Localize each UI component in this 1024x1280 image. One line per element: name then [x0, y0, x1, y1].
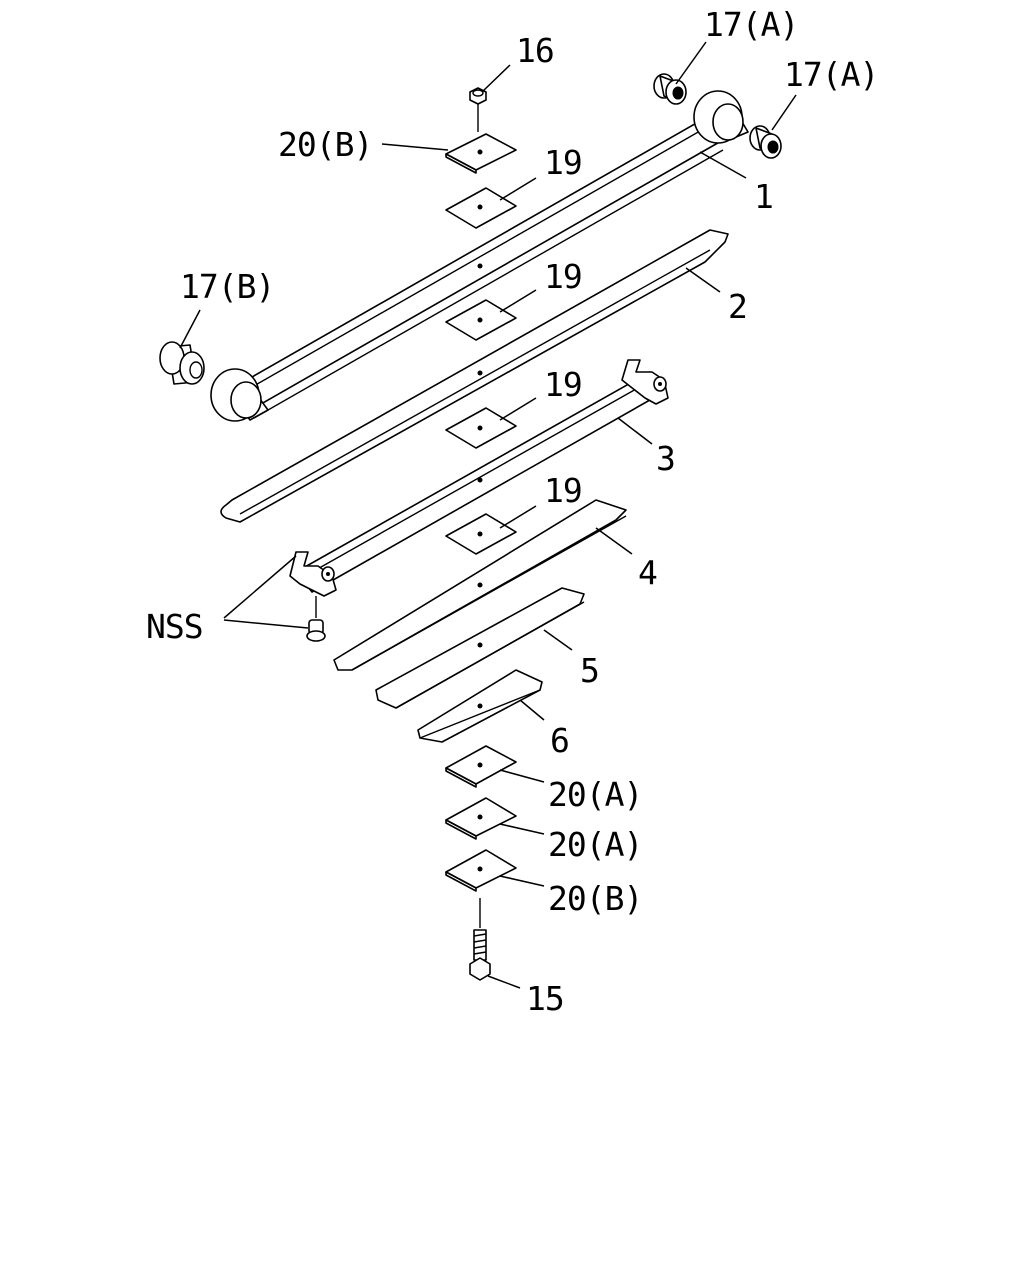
leaf-3-rebound-clip-rear: [621, 359, 669, 405]
plate-20a-2: [445, 797, 517, 840]
callout-20b-bottom: 20(B): [548, 879, 642, 918]
callout-17a-top: 17(A): [704, 5, 798, 44]
plate-19-4: [445, 513, 517, 555]
bushing-17a-right: [749, 125, 782, 159]
callout-16: 16: [516, 31, 554, 70]
leaf-2: [220, 229, 729, 523]
leaf-5: [375, 587, 585, 709]
callout-1: 1: [754, 177, 773, 216]
bushing-17b: [159, 341, 205, 385]
plate-19-1: [445, 187, 517, 229]
callout-19-4: 19: [544, 471, 582, 510]
callout-nss: NSS: [146, 607, 203, 646]
leaf-3: [295, 371, 665, 593]
callout-6: 6: [550, 721, 569, 760]
callout-20a-2: 20(A): [548, 825, 642, 864]
callout-15: 15: [526, 979, 564, 1018]
leader-lines: [179, 41, 797, 989]
callout-5: 5: [580, 651, 599, 690]
plate-20b-top: [445, 133, 517, 174]
front-spring-eye: [210, 368, 269, 422]
nss-rivet: [306, 596, 326, 642]
plate-20b-bottom: [445, 849, 517, 892]
callout-4: 4: [638, 553, 657, 592]
leaf-6: [417, 669, 543, 743]
callout-19-2: 19: [544, 257, 582, 296]
callout-17b: 17(B): [180, 267, 274, 306]
callout-19-1: 19: [544, 143, 582, 182]
plate-19-3: [445, 407, 517, 449]
center-bolt-15: [469, 898, 491, 981]
callout-20b-top: 20(B): [278, 125, 372, 164]
leaf-3-rebound-clip-front: [289, 551, 337, 597]
callout-labels: 16 17(A) 17(A) 20(B) 19 1 17(B) 19 2 19 …: [146, 5, 879, 1018]
rear-spring-eye: [693, 90, 749, 144]
nut-16: [469, 87, 487, 132]
callout-19-3: 19: [544, 365, 582, 404]
callout-20a-1: 20(A): [548, 775, 642, 814]
bushing-17a-top: [653, 73, 687, 105]
plate-20a-1: [445, 745, 517, 788]
plate-19-2: [445, 299, 517, 341]
leaf-4: [333, 499, 627, 671]
callout-17a-right: 17(A): [784, 55, 878, 94]
callout-2: 2: [728, 287, 747, 326]
callout-3: 3: [656, 439, 675, 478]
